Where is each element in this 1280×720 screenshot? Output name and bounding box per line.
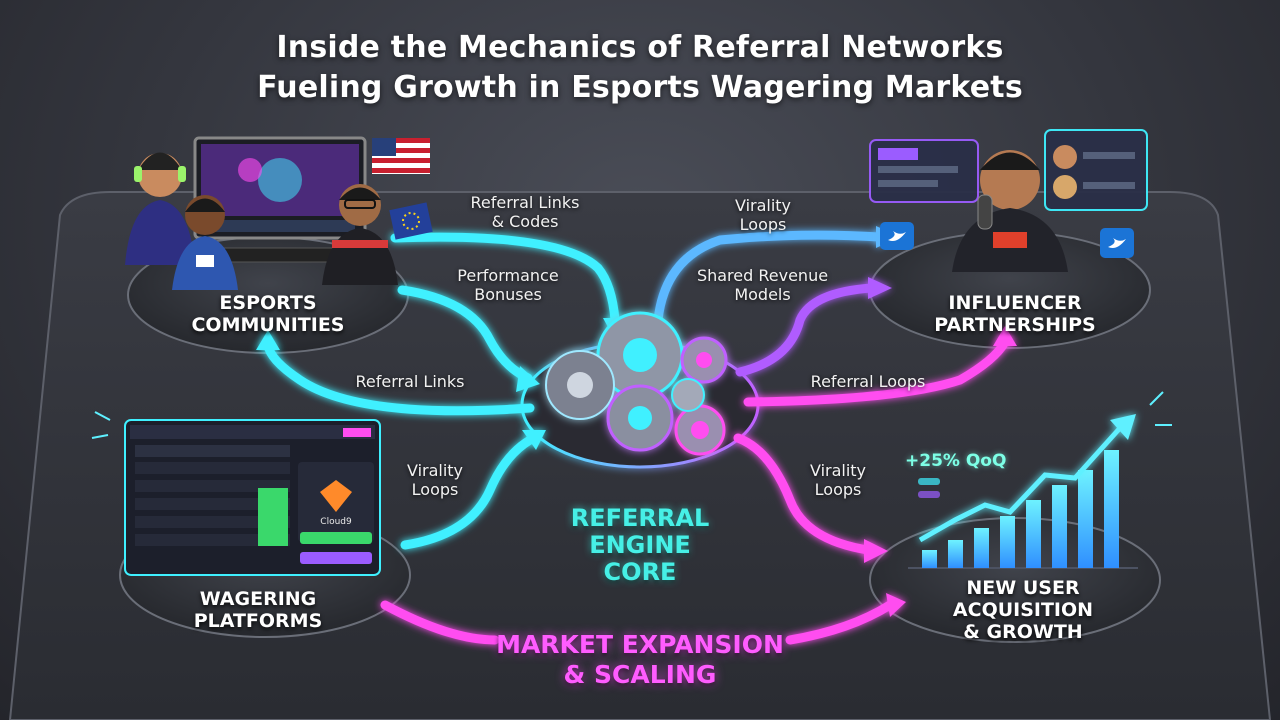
team-card bbox=[298, 462, 374, 564]
wagering-label-line-1: WAGERING bbox=[199, 588, 317, 610]
flow-referral-loops bbox=[743, 337, 1010, 407]
growth-bar bbox=[922, 550, 937, 568]
influencer-label-line-2: PARTNERSHIPS bbox=[934, 314, 1096, 336]
influencer-partnerships-label: INFLUENCER PARTNERSHIPS bbox=[895, 292, 1135, 336]
arrowhead-virality-right bbox=[864, 539, 888, 563]
page-title: Inside the Mechanics of Referral Network… bbox=[0, 28, 1280, 108]
growth-bar bbox=[1104, 450, 1119, 568]
edge-label-line: Referral Links bbox=[355, 372, 465, 391]
wagering-platforms-label: WAGERING PLATFORMS bbox=[138, 588, 378, 632]
growth-bar bbox=[1026, 500, 1041, 568]
us-flag-icon bbox=[372, 138, 430, 174]
edge-label-line: Virality bbox=[734, 196, 792, 215]
flow-virality-loops-top bbox=[653, 230, 885, 325]
edge-label-line: Virality bbox=[406, 461, 464, 480]
edge-label-line: Bonuses bbox=[474, 285, 542, 304]
esports-communities-label: ESPORTS COMMUNITIES bbox=[148, 292, 388, 336]
gamer-left bbox=[125, 152, 195, 265]
growth-bar bbox=[974, 528, 989, 568]
expansion-label-line-2: & SCALING bbox=[563, 660, 717, 689]
arrowhead-shared-revenue bbox=[868, 277, 892, 299]
edge-label-line: Shared Revenue bbox=[696, 266, 829, 285]
arrowhead-bonuses bbox=[516, 366, 540, 392]
gamer-right bbox=[322, 184, 398, 285]
growth-bar bbox=[1078, 470, 1093, 568]
flow-virality-loops-left bbox=[400, 435, 535, 550]
influencer-illustration bbox=[869, 129, 1148, 272]
edge-label-shared-revenue: Shared Revenue Models bbox=[680, 266, 845, 304]
market-expansion-label: MARKET EXPANSION & SCALING bbox=[480, 630, 800, 690]
edge-label-line: Loops bbox=[411, 480, 459, 499]
esports-label-line-1: ESPORTS bbox=[219, 292, 317, 314]
flow-shared-revenue bbox=[735, 283, 877, 377]
keyboard bbox=[214, 247, 336, 263]
influencer-label-line-1: INFLUENCER bbox=[948, 292, 1082, 314]
gamer-middle bbox=[172, 195, 238, 290]
gear-icon bbox=[545, 311, 728, 456]
growth-label-line-1: NEW USER bbox=[966, 577, 1080, 599]
edge-label-line: Loops bbox=[739, 215, 787, 234]
title-line-2: Fueling Growth in Esports Wagering Marke… bbox=[257, 70, 1023, 105]
microphone-icon bbox=[977, 194, 993, 230]
edge-label-virality-loops-right: Virality Loops bbox=[778, 461, 898, 499]
growth-bar bbox=[1000, 516, 1015, 568]
growth-stat: +25% QoQ bbox=[905, 451, 1007, 471]
new-user-acquisition-label: NEW USER ACQUISITION & GROWTH bbox=[903, 577, 1143, 643]
eu-flag-icon bbox=[389, 202, 433, 240]
growth-bar bbox=[948, 540, 963, 568]
core-label-line-1: REFERRAL bbox=[570, 504, 710, 532]
growth-trend-line bbox=[918, 426, 1122, 543]
wagering-screen bbox=[124, 419, 381, 576]
edge-label-virality-loops-top: Virality Loops bbox=[683, 196, 843, 234]
esports-illustration bbox=[125, 136, 433, 290]
twitter-icon bbox=[1100, 228, 1134, 258]
edge-label-line: Virality bbox=[809, 461, 867, 480]
odds-table bbox=[135, 445, 290, 546]
flow-performance-bonuses bbox=[397, 285, 533, 383]
growth-label-line-3: & GROWTH bbox=[963, 621, 1083, 643]
arrowhead-referral-loops bbox=[993, 326, 1017, 346]
growth-bar bbox=[1052, 485, 1067, 568]
flow-market-expansion-out bbox=[785, 600, 895, 645]
edge-label-line: Models bbox=[734, 285, 791, 304]
edge-label-referral-links-codes: Referral Links & Codes bbox=[445, 193, 605, 231]
referral-engine-core-label: REFERRAL ENGINE CORE bbox=[520, 505, 760, 586]
edge-label-referral-loops: Referral Loops bbox=[788, 372, 948, 391]
wagering-label-line-2: PLATFORMS bbox=[193, 610, 323, 632]
expansion-label-line-1: MARKET EXPANSION bbox=[496, 630, 784, 659]
flow-market-expansion bbox=[380, 600, 500, 645]
core-label-line-3: CORE bbox=[603, 558, 677, 586]
edge-label-performance-bonuses: Performance Bonuses bbox=[428, 266, 588, 304]
sparkle-decoration bbox=[91, 391, 1172, 439]
influencer-person bbox=[952, 150, 1068, 272]
team-name: Cloud9 bbox=[320, 517, 352, 527]
flow-referral-links bbox=[263, 340, 535, 416]
growth-label-line-2: ACQUISITION bbox=[952, 599, 1094, 621]
edge-label-referral-links: Referral Links bbox=[330, 372, 490, 391]
twitter-icon bbox=[880, 222, 914, 250]
core-label-line-2: ENGINE bbox=[589, 531, 691, 559]
title-line-1: Inside the Mechanics of Referral Network… bbox=[276, 30, 1004, 65]
arrowhead-virality-left bbox=[522, 430, 546, 450]
edge-label-virality-loops-left: Virality Loops bbox=[375, 461, 495, 499]
edge-label-line: & Codes bbox=[491, 212, 559, 231]
esports-label-line-2: COMMUNITIES bbox=[191, 314, 345, 336]
flow-virality-loops-right bbox=[733, 433, 873, 555]
edge-label-line: Loops bbox=[814, 480, 862, 499]
arrowhead-expansion bbox=[886, 593, 906, 617]
flow-referral-links-codes bbox=[390, 232, 620, 325]
edge-label-line: Performance bbox=[457, 266, 559, 285]
edge-label-line: Referral Links bbox=[470, 193, 580, 212]
growth-chart bbox=[908, 414, 1138, 569]
trend-arrowhead bbox=[1110, 414, 1136, 440]
edge-label-line: Referral Loops bbox=[810, 372, 926, 391]
arrowhead-referral-links bbox=[256, 330, 280, 350]
